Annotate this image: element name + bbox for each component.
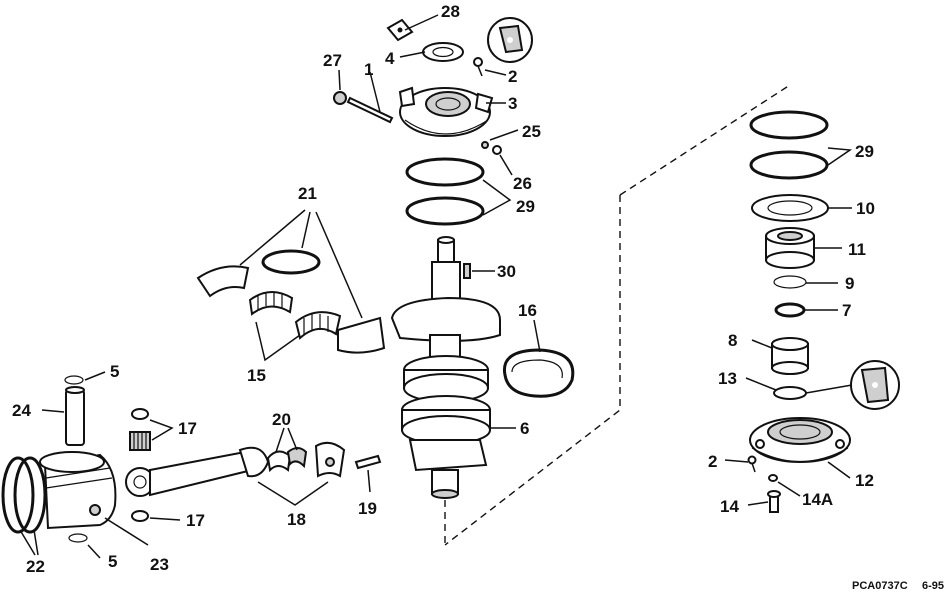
assembly-guide-lines [444, 84, 791, 546]
callout-22: 22 [26, 557, 45, 576]
part-22-piston-rings [1, 456, 47, 534]
part-6-crankshaft [390, 236, 501, 499]
callout-17-upper: 17 [178, 419, 197, 438]
drawing-code: PCA0737C [852, 580, 908, 592]
part-17-bearing-washers [129, 408, 151, 522]
callout-3: 3 [508, 94, 517, 113]
date-code: 6-95 [922, 580, 944, 592]
part-24-piston-pin [65, 386, 85, 446]
part-1-bolt [346, 96, 394, 124]
callout-5-lower: 5 [108, 552, 117, 571]
callout-labels: 28 4 27 1 2 3 25 26 29 21 30 16 15 5 24 … [12, 2, 875, 576]
part-11-ball-bearing [765, 227, 815, 269]
callout-29-lower: 29 [855, 142, 874, 161]
part-13-seal [773, 386, 807, 400]
part-20-needle-bearings [266, 447, 308, 473]
part-8-bushing [771, 337, 809, 375]
part-30-key [463, 263, 471, 279]
callout-20: 20 [272, 410, 291, 429]
part-29-o-rings-lower [749, 110, 829, 180]
part-4-seal [422, 42, 464, 62]
callout-12: 12 [855, 471, 874, 490]
part-23-piston [39, 451, 117, 530]
part-9-snap-ring [773, 275, 807, 289]
oil-seal-inset-icon [487, 17, 533, 63]
part-18-rod-cap [314, 441, 346, 478]
part-12-lower-bearing-housing [749, 417, 851, 463]
callout-17-lower: 17 [186, 511, 205, 530]
callout-28: 28 [441, 2, 460, 21]
part-2-screw-lower [747, 455, 757, 473]
part-27-nut [333, 91, 347, 105]
callout-23: 23 [150, 555, 169, 574]
part-25-pin [481, 141, 489, 149]
part-14-screw [767, 490, 781, 513]
callout-29-upper: 29 [516, 197, 535, 216]
part-28-clip [386, 18, 414, 42]
callout-2-lower: 2 [708, 452, 717, 471]
callout-4: 4 [385, 49, 395, 68]
connecting-rod [125, 446, 270, 497]
part-15-caged-bearings [248, 291, 342, 340]
footer: PCA0737C 6-95 [852, 580, 944, 592]
part-3-upper-bearing-housing [398, 86, 494, 137]
callout-14: 14 [720, 497, 739, 516]
part-5-clips [64, 375, 88, 543]
part-14a-washer [768, 474, 778, 482]
part-16-ring [502, 348, 575, 398]
callout-30: 30 [497, 262, 516, 281]
callout-5-upper: 5 [110, 362, 119, 381]
part-2-screw [473, 57, 483, 77]
callout-2-upper: 2 [508, 67, 517, 86]
callout-21: 21 [298, 184, 317, 203]
callout-14a: 14A [802, 490, 833, 509]
part-19-rod-bolt [354, 454, 382, 470]
seal-inset-icon [850, 360, 900, 410]
callout-13: 13 [718, 369, 737, 388]
callout-27: 27 [323, 51, 342, 70]
part-7-washer [774, 302, 806, 318]
callout-11: 11 [848, 240, 866, 259]
callout-6: 6 [520, 419, 529, 438]
callout-26: 26 [513, 174, 532, 193]
callout-25: 25 [522, 122, 541, 141]
part-10-retainer-plate [751, 194, 829, 222]
part-21-bearing-halves [196, 249, 386, 354]
callout-19: 19 [358, 499, 377, 518]
callout-15: 15 [247, 366, 266, 385]
part-26-screw [492, 145, 502, 155]
callout-9: 9 [845, 274, 854, 293]
callout-8: 8 [728, 331, 737, 350]
callout-7: 7 [842, 301, 851, 320]
callout-10: 10 [856, 199, 875, 218]
callout-16: 16 [518, 301, 537, 320]
callout-24: 24 [12, 401, 31, 420]
leader-lines [19, 14, 853, 559]
callout-1: 1 [364, 60, 373, 79]
callout-18: 18 [287, 510, 306, 529]
part-29-o-rings-upper [405, 157, 485, 226]
